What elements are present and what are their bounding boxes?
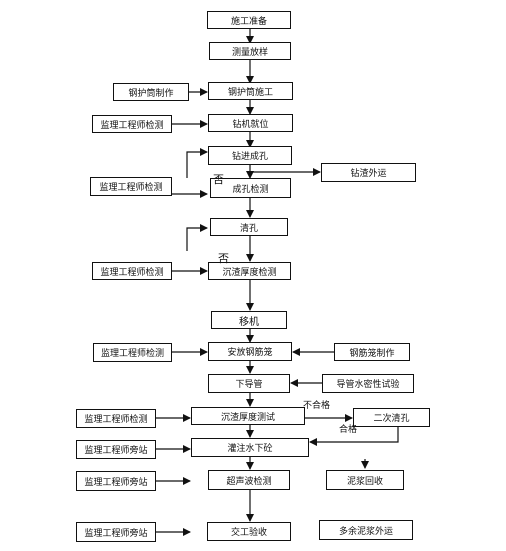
step-survey: 测量放样	[209, 42, 291, 60]
step-second-clean: 二次清孔	[353, 408, 430, 427]
step-hole-check: 成孔检测	[210, 178, 291, 198]
label-fail: 不合格	[303, 401, 331, 411]
side-casing-make: 钢护筒制作	[113, 83, 189, 101]
step-rig-position: 钻机就位	[208, 114, 293, 132]
side-sup-check-3: 监理工程师检测	[92, 262, 172, 280]
side-slurry-out: 多余泥浆外运	[319, 520, 413, 540]
step-cleaning: 清孔	[210, 218, 288, 236]
side-cage-make: 钢筋笼制作	[334, 343, 410, 361]
side-sup-watch-2: 监理工程师旁站	[76, 471, 156, 491]
step-move-rig: 移机	[211, 311, 287, 329]
side-sup-watch-1: 监理工程师旁站	[76, 440, 156, 459]
step-sediment-check: 沉渣厚度检测	[208, 262, 291, 280]
side-sup-check-2: 监理工程师检测	[90, 177, 172, 196]
arrow-second-clean-pass	[309, 427, 399, 446]
side-slurry-recycle: 泥浆回收	[326, 470, 404, 490]
loop-no-1	[186, 148, 208, 178]
step-cage-place: 安放钢筋笼	[208, 342, 292, 361]
step-casing-install: 钢护筒施工	[208, 82, 293, 100]
step-drilling: 钻进成孔	[208, 146, 292, 165]
step-ultrasonic: 超声波检测	[208, 470, 290, 490]
label-pass: 合格	[339, 425, 358, 435]
step-acceptance: 交工验收	[207, 522, 291, 541]
label-no-2: 否	[218, 252, 229, 265]
label-no-1: 否	[213, 173, 224, 186]
step-tremie: 下导管	[208, 374, 290, 393]
side-sup-check-5: 监理工程师检测	[76, 409, 156, 428]
step-sediment-test: 沉渣厚度测试	[191, 407, 305, 425]
step-prep: 施工准备	[207, 11, 291, 29]
side-sup-check-4: 监理工程师检测	[93, 343, 172, 362]
step-pour: 灌注水下砼	[191, 438, 309, 457]
side-sup-watch-3: 监理工程师旁站	[76, 522, 156, 542]
side-pipe-test: 导管水密性试验	[322, 374, 414, 393]
side-slag-out: 钻渣外运	[321, 163, 416, 182]
side-sup-check-1: 监理工程师检测	[92, 115, 172, 133]
loop-no-2	[186, 224, 208, 251]
